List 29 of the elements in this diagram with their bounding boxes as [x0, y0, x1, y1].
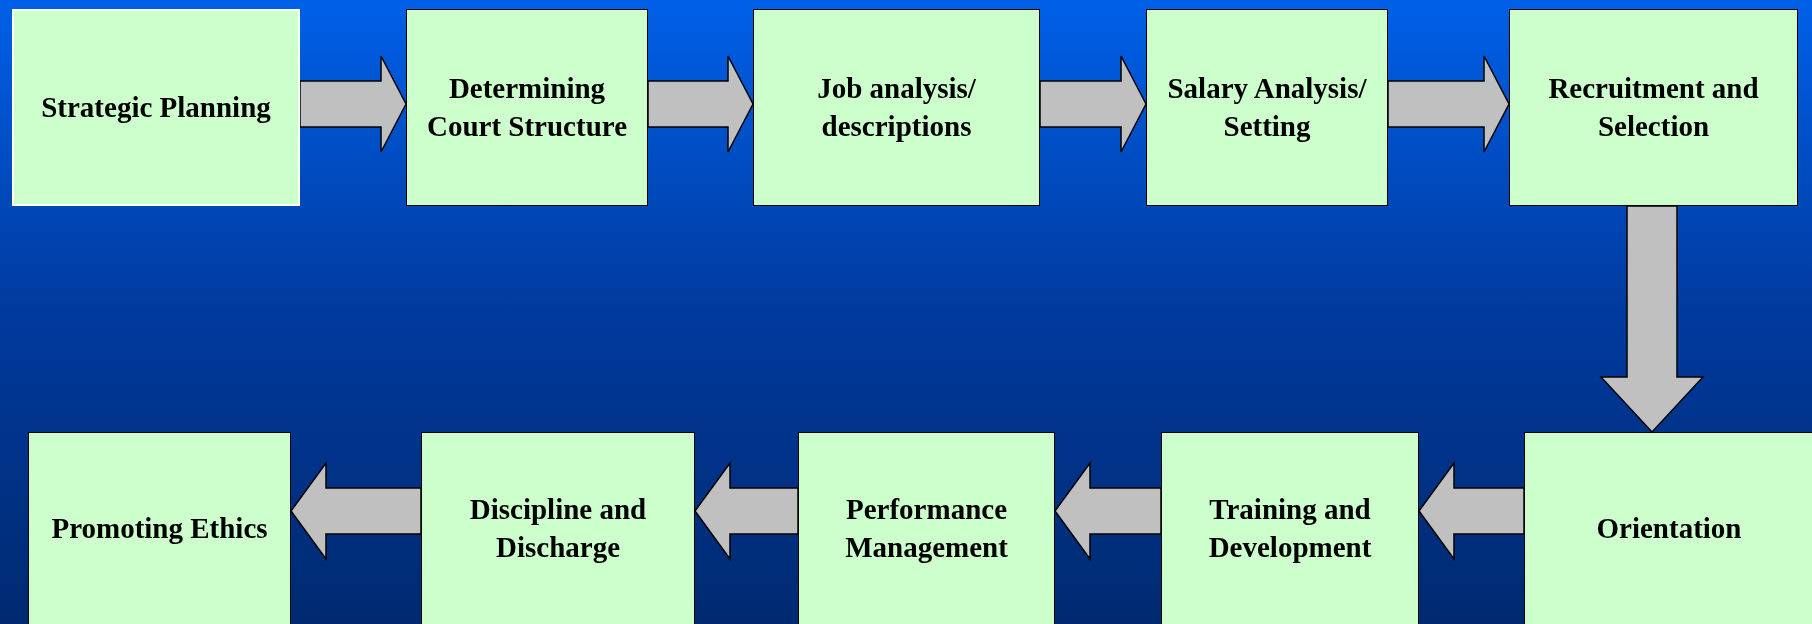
box-label: Performance Management	[844, 492, 1009, 565]
block-arrow	[1039, 55, 1147, 153]
block-arrow	[1599, 205, 1705, 434]
box-label: Discipline and Discharge	[468, 492, 648, 565]
process-box	[798, 432, 1055, 624]
block-arrow	[694, 460, 799, 562]
block-arrow	[299, 55, 407, 153]
block-arrow	[1054, 460, 1162, 562]
process-box	[753, 9, 1040, 206]
box-label: Determining Court Structure	[426, 70, 628, 144]
box-label: Strategic Planning	[40, 89, 272, 125]
process-box	[12, 9, 300, 206]
block-arrow	[1418, 460, 1525, 562]
box-label: Training and Development	[1207, 492, 1373, 565]
process-box	[421, 432, 695, 624]
box-label: Salary Analysis/ Setting	[1166, 70, 1368, 144]
process-box	[1146, 9, 1388, 206]
process-box	[28, 432, 291, 624]
box-label: Job analysis/ descriptions	[816, 70, 977, 144]
process-box	[1509, 9, 1798, 206]
block-arrow	[290, 460, 422, 562]
block-arrow	[647, 55, 754, 153]
box-label: Promoting Ethics	[50, 511, 269, 547]
process-box	[1161, 432, 1419, 624]
block-arrow	[1387, 55, 1510, 153]
box-label: Recruitment and Selection	[1547, 70, 1760, 144]
box-label: Orientation	[1595, 511, 1743, 547]
process-box	[406, 9, 648, 206]
process-box	[1524, 432, 1812, 624]
